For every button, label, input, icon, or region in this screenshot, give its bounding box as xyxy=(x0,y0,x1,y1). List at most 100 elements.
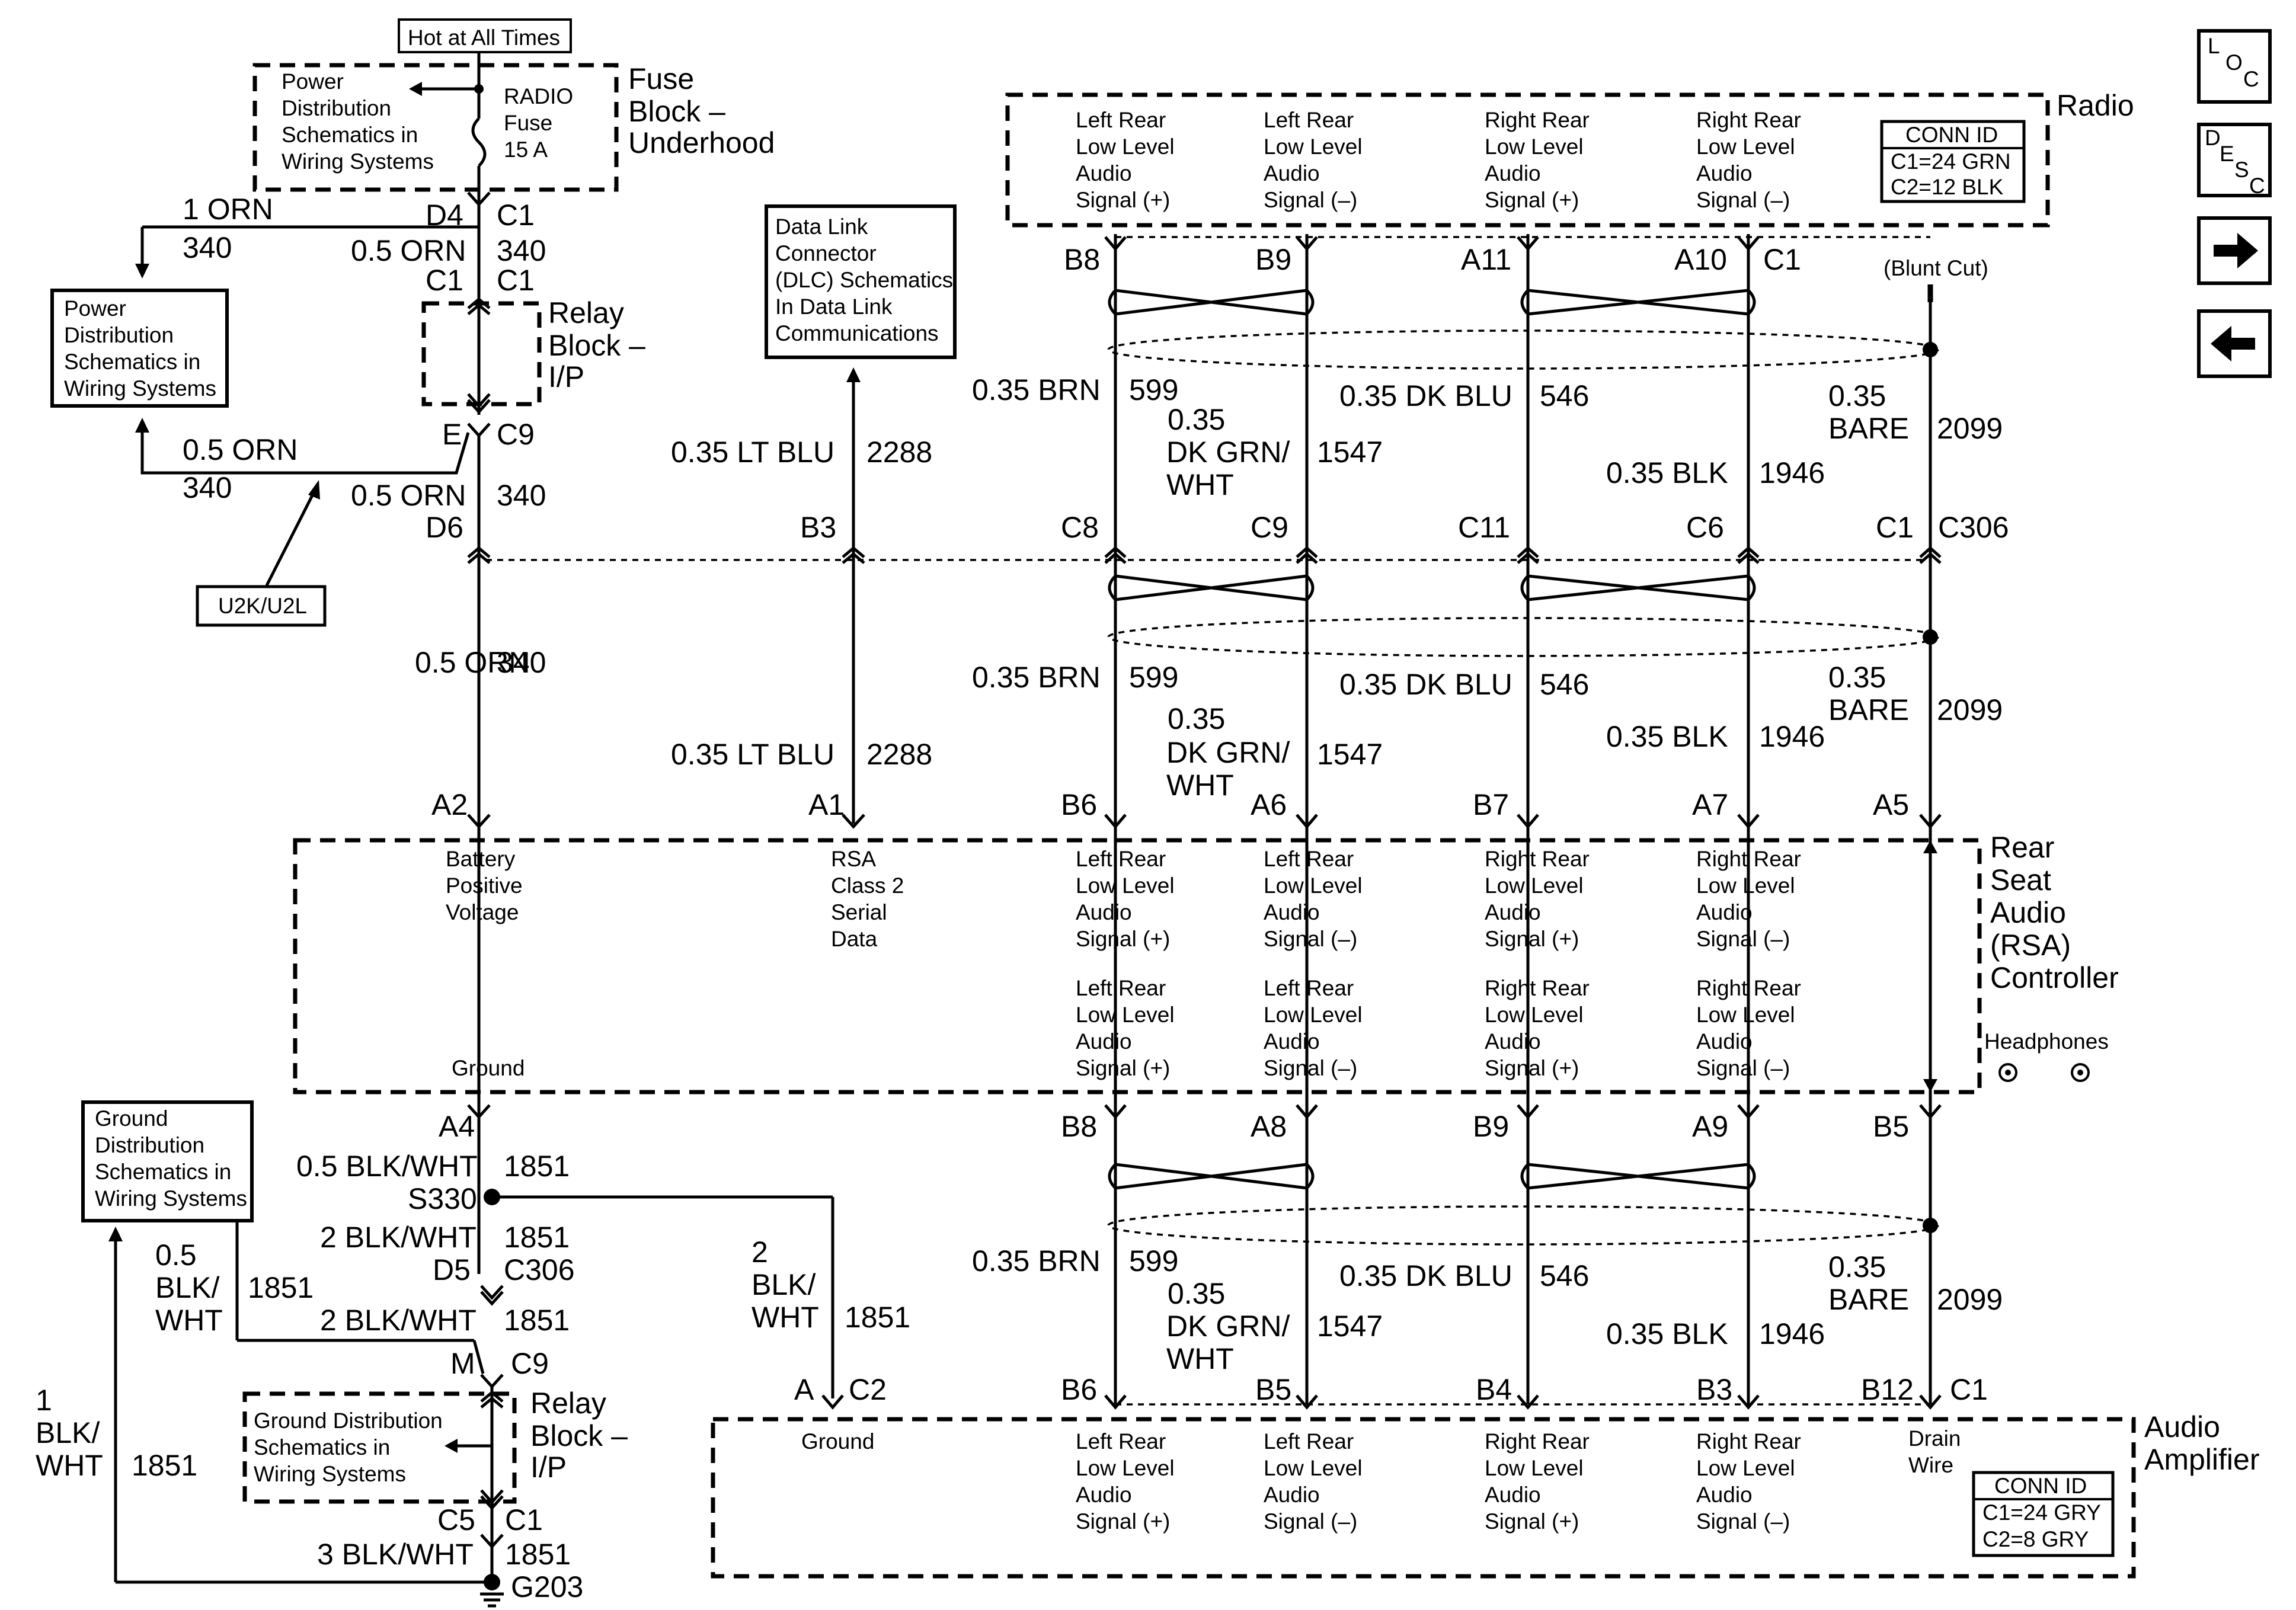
fuse-block-title: Fuse Block – Underhood xyxy=(628,62,775,159)
svg-text:B5: B5 xyxy=(1255,1373,1291,1406)
svg-text:1851: 1851 xyxy=(845,1301,910,1334)
svg-text:WHT: WHT xyxy=(1166,1342,1234,1375)
fuse-symbol xyxy=(409,52,487,190)
ground-distribution-box[interactable] xyxy=(81,1100,254,1222)
svg-text:Communications: Communications xyxy=(775,321,939,345)
svg-text:C9: C9 xyxy=(497,418,535,451)
rsa-top-pins: A2 B6 A6 B7 A7 A5 xyxy=(431,788,1942,829)
desc-button[interactable]: D E S C xyxy=(2197,123,2272,198)
svg-text:0.5: 0.5 xyxy=(155,1238,197,1272)
rsa-signals-lower: Left Rear Low Level Audio Signal (+) Lef… xyxy=(1076,976,1801,1080)
svg-text:C5: C5 xyxy=(437,1503,475,1537)
svg-text:A8: A8 xyxy=(1251,1110,1287,1143)
connector-c1-top xyxy=(467,191,491,207)
svg-text:0.35: 0.35 xyxy=(1828,661,1886,694)
svg-text:D6: D6 xyxy=(426,511,463,544)
amp-title: Audio Amplifier xyxy=(2144,1410,2259,1476)
svg-text:C8: C8 xyxy=(1061,511,1099,544)
svg-text:C2=8 GRY: C2=8 GRY xyxy=(1982,1527,2089,1551)
svg-text:BLK/: BLK/ xyxy=(155,1271,220,1304)
svg-text:D: D xyxy=(2205,126,2221,150)
svg-text:Audio: Audio xyxy=(1485,161,1541,185)
svg-text:Low Level: Low Level xyxy=(1076,873,1175,898)
svg-text:Signal (–): Signal (–) xyxy=(1696,927,1790,951)
svg-text:CONN ID: CONN ID xyxy=(1905,123,1998,147)
power-distribution-box[interactable] xyxy=(50,289,229,408)
svg-text:C: C xyxy=(2249,174,2265,198)
svg-text:Left Rear: Left Rear xyxy=(1076,108,1166,132)
svg-text:Right Rear: Right Rear xyxy=(1485,108,1590,132)
svg-text:599: 599 xyxy=(1129,661,1178,694)
svg-text:Rear: Rear xyxy=(1990,831,2054,864)
dlc-reference-box[interactable] xyxy=(765,204,957,359)
svg-text:599: 599 xyxy=(1129,373,1178,406)
svg-text:0.35: 0.35 xyxy=(1168,702,1225,735)
svg-text:Audio: Audio xyxy=(1485,900,1541,924)
svg-text:A2: A2 xyxy=(431,788,468,821)
svg-text:C1: C1 xyxy=(497,264,535,297)
svg-text:O: O xyxy=(2225,50,2243,75)
svg-text:B4: B4 xyxy=(1476,1373,1512,1406)
svg-text:WHT: WHT xyxy=(1166,769,1234,802)
svg-text:340: 340 xyxy=(183,231,232,264)
svg-text:C1: C1 xyxy=(426,264,463,297)
svg-text:C1=24 GRY: C1=24 GRY xyxy=(1982,1500,2101,1525)
radio-signal-rr-neg: Right Rear Low Level Audio Signal (–) xyxy=(1696,108,1801,212)
svg-text:D5: D5 xyxy=(433,1253,471,1286)
svg-text:Audio: Audio xyxy=(1696,1483,1753,1507)
amp-pins: A C2 B6 B5 B4 B3 B12 C1 xyxy=(794,1373,1988,1410)
svg-text:0.35 BRN: 0.35 BRN xyxy=(972,373,1101,406)
svg-text:Low Level: Low Level xyxy=(1076,1456,1175,1480)
svg-text:C9: C9 xyxy=(1251,511,1288,544)
svg-text:C1=24 GRN: C1=24 GRN xyxy=(1891,149,2011,174)
svg-text:Left Rear: Left Rear xyxy=(1076,1429,1166,1454)
svg-text:2099: 2099 xyxy=(1937,693,2003,726)
svg-text:G203: G203 xyxy=(511,1570,583,1603)
svg-text:Signal (+): Signal (+) xyxy=(1485,1056,1579,1080)
svg-text:B9: B9 xyxy=(1473,1110,1509,1143)
svg-text:Audio: Audio xyxy=(1696,161,1753,185)
svg-text:Audio: Audio xyxy=(1264,161,1320,185)
svg-text:Low Level: Low Level xyxy=(1076,1003,1175,1027)
svg-text:Fuse: Fuse xyxy=(628,62,694,95)
svg-text:Distribution: Distribution xyxy=(95,1133,204,1157)
relay-block-bottom-title: Relay Block – I/P xyxy=(530,1387,628,1484)
blunt-cut-label: (Blunt Cut) xyxy=(1884,256,1988,280)
svg-text:1547: 1547 xyxy=(1317,738,1383,771)
svg-text:Low Level: Low Level xyxy=(1076,135,1175,159)
prev-arrow-button[interactable] xyxy=(2197,309,2272,378)
svg-text:1946: 1946 xyxy=(1759,1317,1825,1350)
fuse-block-underhood xyxy=(252,63,619,192)
svg-text:0.35: 0.35 xyxy=(1168,403,1225,436)
svg-text:C2=12 BLK: C2=12 BLK xyxy=(1891,175,2004,199)
radio-fuse-label: RADIO Fuse 15 A xyxy=(504,84,573,162)
svg-text:Low Level: Low Level xyxy=(1264,1003,1363,1027)
svg-text:C6: C6 xyxy=(1686,511,1724,544)
svg-text:Audio: Audio xyxy=(1990,896,2066,929)
svg-text:1851: 1851 xyxy=(504,1221,570,1254)
ground-distribution-text: Ground Distribution Schematics in Wiring… xyxy=(95,1106,247,1211)
svg-text:1946: 1946 xyxy=(1759,456,1825,489)
svg-text:Signal (+): Signal (+) xyxy=(1076,1056,1170,1080)
svg-text:Audio: Audio xyxy=(1696,1029,1753,1054)
svg-text:Signal (–): Signal (–) xyxy=(1264,1509,1357,1534)
arrow-left-icon xyxy=(2211,326,2255,361)
svg-text:340: 340 xyxy=(497,234,546,267)
svg-text:Audio: Audio xyxy=(1264,900,1320,924)
svg-text:Right Rear: Right Rear xyxy=(1485,1429,1590,1454)
svg-text:B12: B12 xyxy=(1861,1373,1914,1406)
svg-text:Power: Power xyxy=(64,296,126,321)
svg-text:I/P: I/P xyxy=(530,1451,567,1484)
svg-text:RSA: RSA xyxy=(831,847,876,871)
loc-button[interactable]: L O C xyxy=(2197,29,2272,104)
svg-text:Low Level: Low Level xyxy=(1485,1456,1584,1480)
svg-text:Audio: Audio xyxy=(1076,1029,1132,1054)
svg-text:Power: Power xyxy=(282,69,344,94)
svg-text:DK GRN/: DK GRN/ xyxy=(1166,436,1290,469)
svg-text:A10: A10 xyxy=(1674,243,1727,276)
svg-text:1851: 1851 xyxy=(505,1538,571,1571)
svg-text:0.5 ORN: 0.5 ORN xyxy=(415,646,530,679)
svg-text:1: 1 xyxy=(36,1384,52,1417)
next-arrow-button[interactable] xyxy=(2197,216,2272,285)
svg-text:Block –: Block – xyxy=(628,95,725,128)
